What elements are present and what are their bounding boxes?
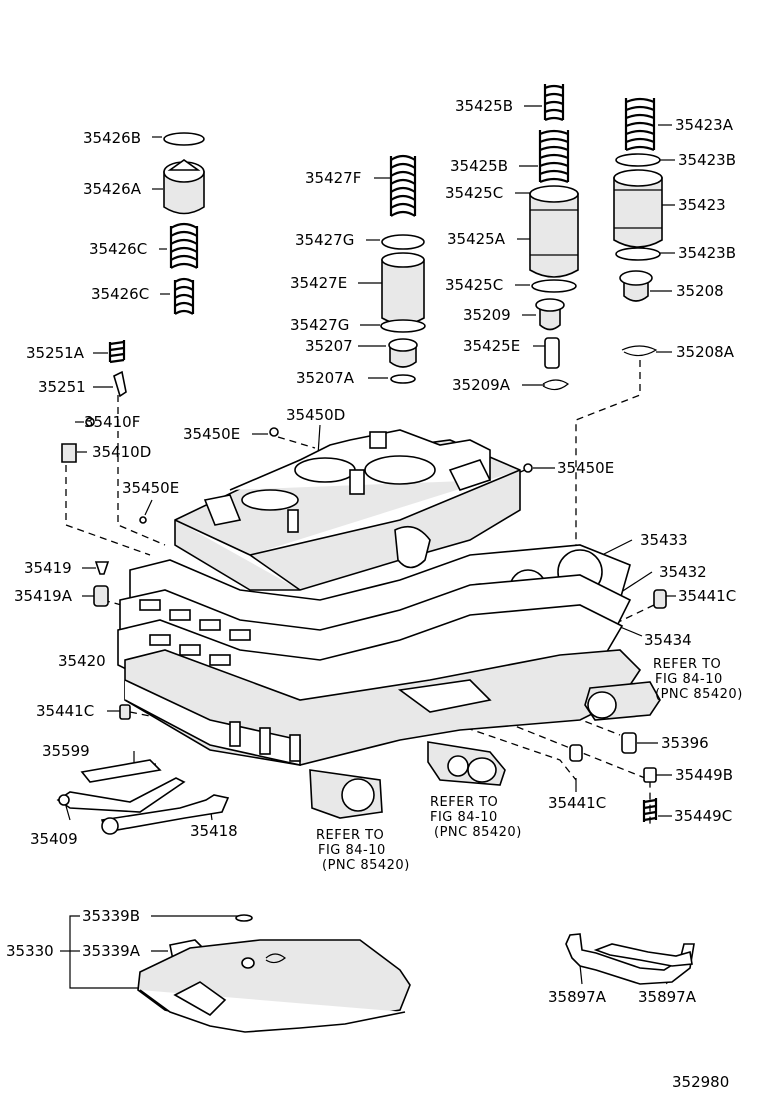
- label-35426B: 35426B: [83, 129, 141, 147]
- label-35450E: 35450E: [183, 425, 240, 443]
- label-35897A: 35897A: [638, 988, 697, 1006]
- refer-note-middle-line2: FIG 84-10: [430, 810, 498, 825]
- label-35450E: 35450E: [557, 459, 614, 477]
- label-35208: 35208: [676, 282, 724, 300]
- label-35434: 35434: [644, 631, 692, 649]
- part-labels: 35426B 35426A 35426C 35426C 35427F 35427…: [6, 97, 736, 1006]
- label-35419A: 35419A: [14, 587, 73, 605]
- label-35409: 35409: [30, 830, 78, 848]
- label-35427F: 35427F: [305, 169, 361, 187]
- label-35425C: 35425C: [445, 184, 503, 202]
- label-35423B: 35423B: [678, 151, 736, 169]
- label-35410F: 35410F: [84, 413, 140, 431]
- label-35207A: 35207A: [296, 369, 355, 387]
- upper-valve-body: [174, 429, 521, 591]
- refer-note-middle-line3: (PNC 85420): [434, 825, 522, 840]
- label-35209A: 35209A: [452, 376, 511, 394]
- label-35209: 35209: [463, 306, 511, 324]
- label-35423: 35423: [678, 196, 726, 214]
- label-35423B: 35423B: [678, 244, 736, 262]
- separator-plate-gaskets: [117, 544, 632, 721]
- label-35425A: 35425A: [447, 230, 506, 248]
- oil-tubes: [565, 933, 695, 985]
- label-35897A: 35897A: [548, 988, 607, 1006]
- label-35433: 35433: [640, 531, 688, 549]
- label-35425C: 35425C: [445, 276, 503, 294]
- label-35432: 35432: [659, 563, 707, 581]
- label-35251: 35251: [38, 378, 86, 396]
- label-35339A: 35339A: [82, 942, 141, 960]
- label-35427E: 35427E: [290, 274, 347, 292]
- label-35207: 35207: [305, 337, 353, 355]
- label-35418: 35418: [190, 822, 238, 840]
- oil-strainer: [137, 914, 411, 1033]
- label-35410D: 35410D: [92, 443, 151, 461]
- manual-valve-links: [56, 759, 230, 835]
- label-35330: 35330: [6, 942, 54, 960]
- label-35441C: 35441C: [548, 794, 606, 812]
- label-35450D: 35450D: [286, 406, 345, 424]
- label-35450E: 35450E: [122, 479, 179, 497]
- refer-notes: REFER TO FIG 84-10 (PNC 85420) REFER TO …: [316, 657, 743, 873]
- lower-valve-body: [124, 649, 642, 766]
- part-group-35423: [613, 97, 663, 357]
- label-35419: 35419: [24, 559, 72, 577]
- label-35251A: 35251A: [26, 344, 85, 362]
- label-35427G: 35427G: [290, 316, 349, 334]
- label-35426C: 35426C: [91, 285, 149, 303]
- solenoids: [309, 681, 661, 819]
- refer-note-left-line3: (PNC 85420): [322, 858, 410, 873]
- label-35441C: 35441C: [678, 587, 736, 605]
- refer-note-left-line2: FIG 84-10: [318, 843, 386, 858]
- label-35208A: 35208A: [676, 343, 735, 361]
- label-35449B: 35449B: [675, 766, 733, 784]
- label-35599: 35599: [42, 742, 90, 760]
- label-35441C: 35441C: [36, 702, 94, 720]
- label-35425B: 35425B: [450, 157, 508, 175]
- part-group-35425: [529, 84, 579, 391]
- label-35420: 35420: [58, 652, 106, 670]
- part-group-35427: [380, 154, 426, 384]
- label-35396: 35396: [661, 734, 709, 752]
- diagram-id: 352980: [672, 1073, 729, 1091]
- refer-note-middle-line1: REFER TO: [430, 795, 498, 810]
- label-35425B: 35425B: [455, 97, 513, 115]
- label-35426A: 35426A: [83, 180, 142, 198]
- label-35423A: 35423A: [675, 116, 734, 134]
- refer-note-right-line1: REFER TO: [653, 657, 721, 672]
- part-group-35426: [163, 132, 205, 315]
- label-35426C: 35426C: [89, 240, 147, 258]
- label-35449C: 35449C: [674, 807, 732, 825]
- refer-note-right-line3: (PNC 85420): [655, 687, 743, 702]
- label-35427G: 35427G: [295, 231, 354, 249]
- label-35425E: 35425E: [463, 337, 520, 355]
- label-35339B: 35339B: [82, 907, 140, 925]
- part-group-small-left: [61, 340, 667, 822]
- refer-note-right-line2: FIG 84-10: [655, 672, 723, 687]
- refer-note-left-line1: REFER TO: [316, 828, 384, 843]
